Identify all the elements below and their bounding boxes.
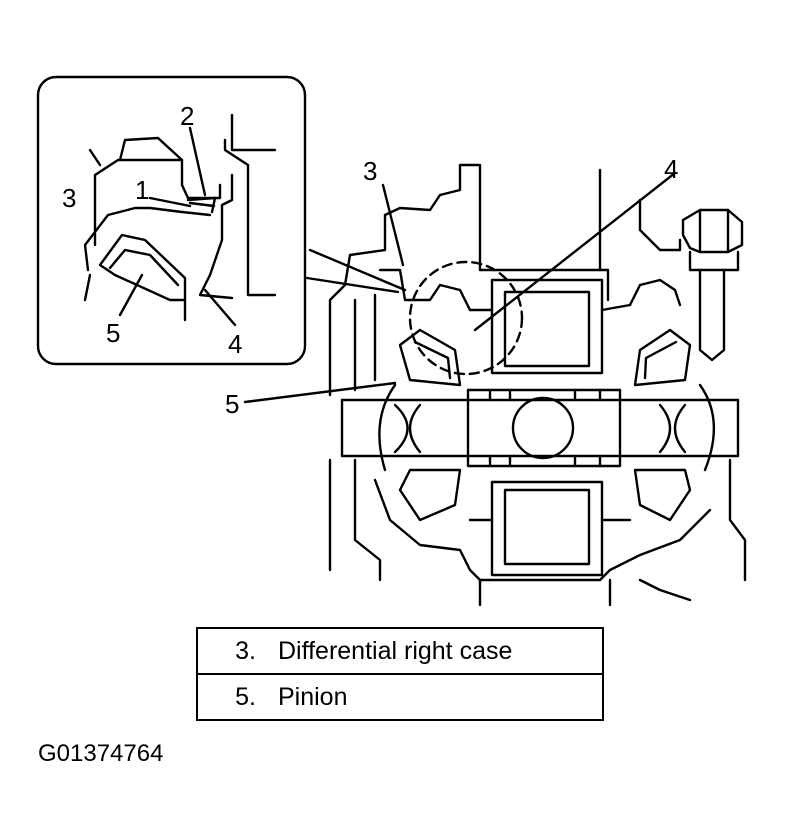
figure-id: G01374764 [38, 740, 164, 767]
main-assembly [243, 163, 747, 607]
inset-callout-1: 1 [135, 175, 149, 205]
inset-callout-4: 4 [228, 329, 242, 359]
legend-row-3: 3. Differential right case [198, 629, 602, 673]
legend-number: 5. [235, 682, 256, 711]
legend-text: Differential right case [278, 636, 513, 665]
legend-text: Pinion [278, 682, 348, 711]
main-callout-5: 5 [225, 389, 239, 419]
main-callout-4: 4 [664, 154, 678, 184]
inset-callout-3: 3 [62, 183, 76, 213]
inset-callout-5: 5 [106, 318, 120, 348]
inset-callout-2: 2 [180, 101, 194, 131]
inset-detail [36, 75, 307, 366]
legend-table: 3. Differential right case 5. Pinion [196, 627, 604, 721]
legend-number: 3. [235, 636, 256, 665]
legend-row-5: 5. Pinion [198, 673, 602, 719]
main-callout-3: 3 [363, 156, 377, 186]
